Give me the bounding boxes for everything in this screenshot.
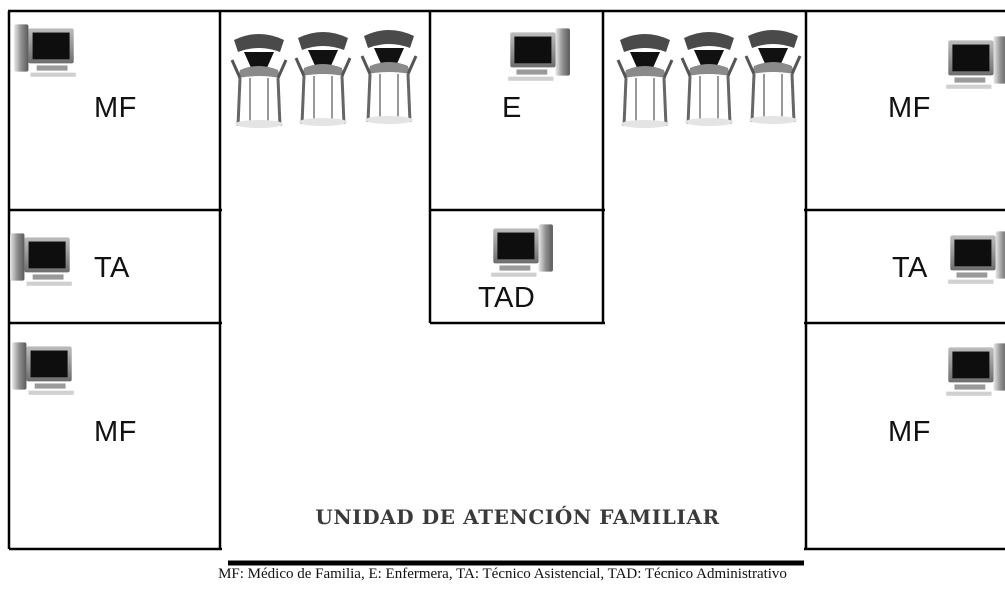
chair-icon <box>290 28 356 128</box>
chair-icon <box>356 26 422 126</box>
room-label-tad: TAD <box>478 282 536 314</box>
room-label-e: E <box>502 92 522 124</box>
room-label-mf: MF <box>888 92 931 124</box>
computer-icon <box>10 336 82 398</box>
computer-icon <box>938 337 1005 399</box>
room-label-ta: TA <box>94 252 130 284</box>
unit-title: UNIDAD DE ATENCIÓN FAMILIAR <box>315 505 720 529</box>
computer-icon <box>500 22 572 84</box>
chair-icon <box>676 28 742 128</box>
computer-icon <box>938 30 1005 92</box>
room-label-ta: TA <box>892 252 928 284</box>
room-label-mf: MF <box>888 416 931 448</box>
computer-icon <box>940 225 1005 287</box>
computer-icon <box>8 227 80 289</box>
chair-icon <box>612 30 678 130</box>
computer-icon <box>12 18 84 80</box>
chair-icon <box>226 30 292 130</box>
chair-icon <box>740 26 806 126</box>
room-label-mf: MF <box>94 92 137 124</box>
computer-icon <box>483 218 555 280</box>
legend-caption: MF: Médico de Familia, E: Enfermera, TA:… <box>218 566 787 582</box>
room-label-mf: MF <box>94 416 137 448</box>
